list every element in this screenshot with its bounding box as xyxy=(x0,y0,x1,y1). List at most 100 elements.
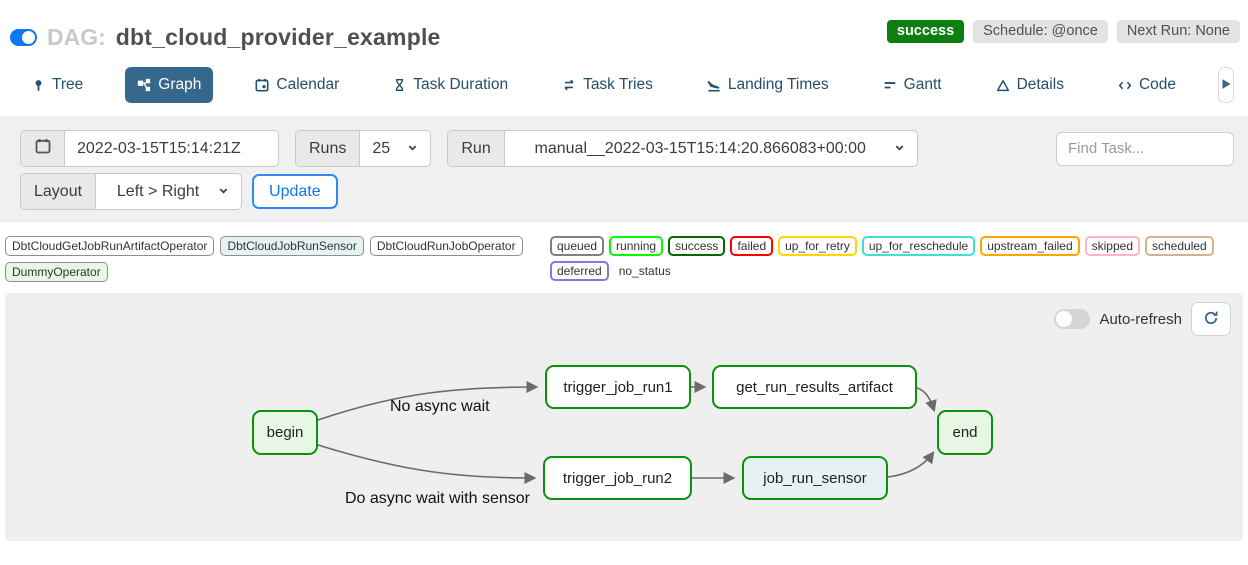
dag-header: DAG: dbt_cloud_provider_example success … xyxy=(0,0,1248,62)
task-node-trigger-job-run1[interactable]: trigger_job_run1 xyxy=(545,365,691,409)
dag-graph-panel: Auto-refresh No async wait Do async wait… xyxy=(5,293,1243,541)
state-chip-deferred: deferred xyxy=(550,261,609,281)
state-legend: queued running success failed up_for_ret… xyxy=(550,236,1243,281)
layout-label: Layout xyxy=(21,174,97,209)
code-icon xyxy=(1118,79,1132,92)
chevron-down-icon xyxy=(218,183,229,201)
dag-run-select[interactable]: manual__2022-03-15T15:14:20.866083+00:00 xyxy=(504,131,917,166)
tab-label: Details xyxy=(1016,76,1064,93)
state-chip-queued: queued xyxy=(550,236,605,256)
edge-begin-trigger2 xyxy=(317,444,537,484)
runs-label: Runs xyxy=(296,131,361,166)
tab-label: Graph xyxy=(158,76,202,93)
legend: DbtCloudGetJobRunArtifactOperator DbtClo… xyxy=(5,236,1243,282)
edge-label-no-async: No async wait xyxy=(390,398,490,415)
auto-refresh-toggle[interactable] xyxy=(1054,309,1091,329)
triangle-icon xyxy=(996,79,1010,92)
layout-group: Layout Left > Right xyxy=(20,173,243,210)
calendar-icon xyxy=(35,138,51,159)
filter-bar: Runs 25 Run manual__2022-03-15T15:14:20.… xyxy=(0,116,1248,222)
run-label: Run xyxy=(448,131,505,166)
edge-artifact-end xyxy=(916,387,937,413)
state-chip-up-for-retry: up_for_retry xyxy=(778,236,857,256)
task-node-get-run-results-artifact[interactable]: get_run_results_artifact xyxy=(712,365,917,409)
play-icon xyxy=(1219,77,1233,94)
base-date-input[interactable] xyxy=(65,131,278,166)
dag-prefix-label: DAG: xyxy=(47,24,106,50)
next-run-badge: Next Run: None xyxy=(1116,20,1240,43)
chevron-down-icon xyxy=(407,140,418,158)
graph-icon xyxy=(137,78,151,92)
toggle-knob xyxy=(1056,311,1073,327)
task-node-trigger-job-run2[interactable]: trigger_job_run2 xyxy=(543,456,692,500)
dag-run-value: manual__2022-03-15T15:14:20.866083+00:00 xyxy=(534,139,866,157)
toggle-knob xyxy=(22,31,35,44)
tab-label: Tree xyxy=(52,76,84,93)
find-task-input[interactable] xyxy=(1056,131,1234,166)
operator-chip: DbtCloudRunJobOperator xyxy=(369,236,523,256)
tab-label: Code xyxy=(1138,76,1177,93)
chevron-down-icon xyxy=(894,140,905,158)
gantt-icon xyxy=(883,79,897,92)
task-node-job-run-sensor[interactable]: job_run_sensor xyxy=(742,456,888,500)
refresh-icon xyxy=(1203,310,1219,329)
schedule-badge: Schedule: @once xyxy=(973,20,1108,43)
delete-dag-button[interactable] xyxy=(1233,68,1234,102)
auto-refresh-controls: Auto-refresh xyxy=(1054,302,1231,336)
plane-landing-icon xyxy=(707,78,721,92)
auto-refresh-label: Auto-refresh xyxy=(1099,310,1182,328)
tree-icon xyxy=(32,79,45,92)
state-chip-failed: failed xyxy=(730,236,774,256)
state-chip-scheduled: scheduled xyxy=(1145,236,1214,256)
task-node-end[interactable]: end xyxy=(937,410,993,455)
tab-task-duration[interactable]: Task Duration xyxy=(381,67,520,103)
dag-edges xyxy=(317,381,937,484)
num-runs-group: Runs 25 xyxy=(295,130,432,167)
dag-title: dbt_cloud_provider_example xyxy=(115,24,441,50)
calendar-icon xyxy=(255,78,269,92)
operator-chip: DummyOperator xyxy=(5,262,108,282)
tab-gantt[interactable]: Gantt xyxy=(871,67,954,103)
tab-label: Landing Times xyxy=(727,76,829,93)
refresh-button[interactable] xyxy=(1191,302,1231,336)
tab-calendar[interactable]: Calendar xyxy=(243,67,351,103)
base-date-group xyxy=(20,130,279,167)
dag-action-buttons xyxy=(1218,67,1234,103)
tab-graph[interactable]: Graph xyxy=(125,67,214,103)
hourglass-icon xyxy=(393,78,406,92)
tab-code[interactable]: Code xyxy=(1106,67,1188,103)
layout-select[interactable]: Left > Right xyxy=(96,174,242,209)
edge-label-do-async: Do async wait with sensor xyxy=(345,490,530,507)
state-chip-no-status: no_status xyxy=(618,264,671,278)
header-badges: success Schedule: @once Next Run: None xyxy=(886,20,1240,43)
tab-label: Gantt xyxy=(903,76,942,93)
tab-label: Task Tries xyxy=(583,76,653,93)
tab-details[interactable]: Details xyxy=(984,67,1076,103)
tab-task-tries[interactable]: Task Tries xyxy=(550,67,665,103)
view-tabs: Tree Graph Calendar Task Duration Task T… xyxy=(0,62,1248,108)
update-button[interactable]: Update xyxy=(252,174,338,209)
trigger-dag-button[interactable] xyxy=(1219,68,1234,102)
num-runs-select[interactable]: 25 xyxy=(360,131,431,166)
dag-pause-toggle[interactable] xyxy=(10,29,37,46)
edge-begin-trigger1 xyxy=(317,381,539,421)
operator-legend: DbtCloudGetJobRunArtifactOperator DbtClo… xyxy=(5,236,550,282)
tab-label: Task Duration xyxy=(413,76,509,93)
state-chip-success: success xyxy=(668,236,726,256)
operator-chip: DbtCloudGetJobRunArtifactOperator xyxy=(5,236,215,256)
state-chip-skipped: skipped xyxy=(1084,236,1140,256)
date-picker-button[interactable] xyxy=(21,131,65,166)
num-runs-value: 25 xyxy=(372,139,391,157)
status-badge: success xyxy=(886,20,965,43)
state-chip-running: running xyxy=(609,236,664,256)
state-chip-up-for-reschedule: up_for_reschedule xyxy=(861,236,976,256)
repeat-icon xyxy=(562,78,576,92)
task-node-begin[interactable]: begin xyxy=(252,410,318,455)
operator-chip: DbtCloudJobRunSensor xyxy=(220,236,364,256)
tab-label: Calendar xyxy=(276,76,340,93)
tab-tree[interactable]: Tree xyxy=(20,67,95,103)
layout-value: Left > Right xyxy=(116,182,200,200)
run-select-group: Run manual__2022-03-15T15:14:20.866083+0… xyxy=(447,130,918,167)
edge-sensor-end xyxy=(887,451,935,478)
tab-landing-times[interactable]: Landing Times xyxy=(695,67,841,103)
